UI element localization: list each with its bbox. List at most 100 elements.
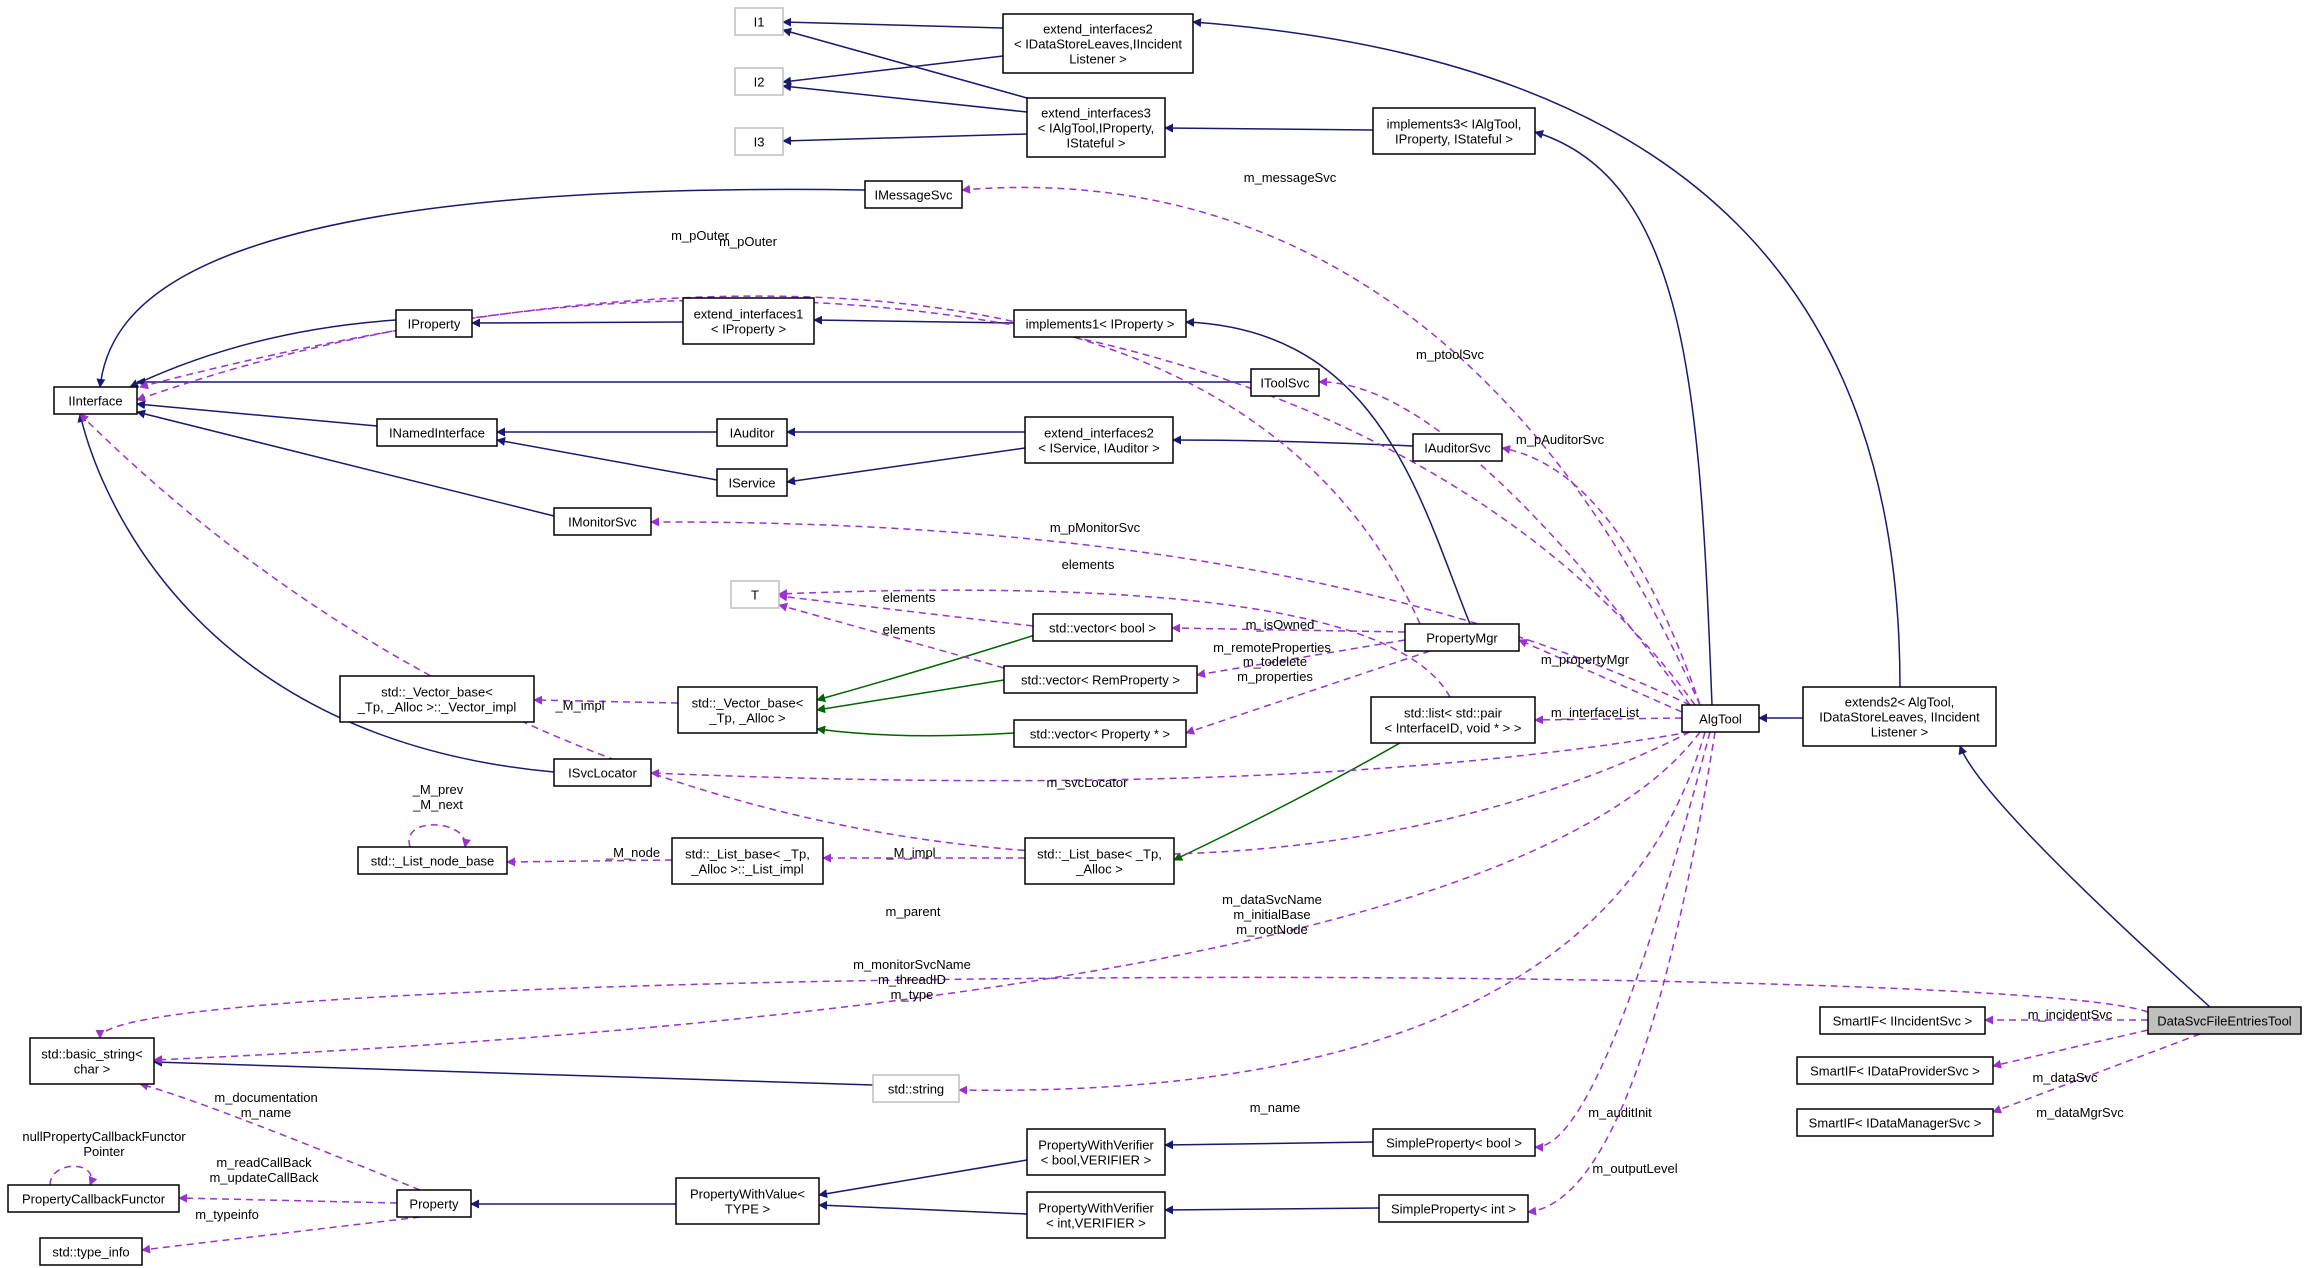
edge-label-line: m_dataSvc [2032,1070,2098,1085]
class-box [1796,1108,1994,1137]
class-node-SmartIncident[interactable]: SmartIF< IIncidentSvc > [1819,1006,1986,1035]
class-node-I1[interactable]: I1 [734,7,784,36]
edge-label-line: elements [883,590,936,605]
edge-label-line: m_interfaceList [1551,705,1640,720]
class-node-SPInt[interactable]: SimpleProperty< int > [1378,1194,1529,1223]
class-node-I2[interactable]: I2 [734,67,784,96]
class-node-PropertyMgr[interactable]: PropertyMgr [1404,623,1520,652]
class-node-extIf3[interactable]: extend_interfaces3< IAlgTool,IProperty,I… [1026,97,1166,158]
class-node-vecRemProp[interactable]: std::vector< RemProperty > [1003,665,1198,694]
class-box [1250,368,1320,397]
class-name-line: Property [409,1197,459,1212]
class-name-line: SimpleProperty< bool > [1386,1136,1522,1151]
edge-label-vecBase-to-vecBaseImpl: _M_impl [554,698,604,713]
class-node-vecPropPtr[interactable]: std::vector< Property * > [1013,719,1187,748]
class-name-line: _Alloc > [1075,862,1123,877]
class-name: std::type_info [52,1245,129,1260]
class-node-stdString[interactable]: std::string [872,1074,960,1103]
class-node-vecBase[interactable]: std::_Vector_base<_Tp, _Alloc > [677,686,818,734]
class-node-PropCallbackFunctor[interactable]: PropertyCallbackFunctor [7,1184,180,1213]
edge-label-listBaseImpl-to-listNodeBase: _M_node [605,845,660,860]
edge-inherit-extIf2Incident-to-I1 [782,17,1004,29]
class-name-line: extend_interfaces2 [1044,426,1154,441]
class-node-IMonitorSvc[interactable]: IMonitorSvc [553,507,652,536]
class-box [1026,1128,1166,1176]
edge-label-listNodeBase-to-listNodeBase: _M_prev_M_next [412,782,464,812]
edge-label-line: m_rootNode [1236,922,1308,937]
class-name-line: std::_List_base< _Tp, [685,847,810,862]
class-name: I3 [754,135,765,150]
class-node-IMessageSvc[interactable]: IMessageSvc [864,180,963,209]
class-node-vecBool[interactable]: std::vector< bool > [1032,613,1173,642]
edge-usage-AlgTool-to-listPair [1534,715,1683,725]
class-name-line: I3 [754,135,765,150]
class-node-PWV[interactable]: PropertyWithValue<TYPE > [675,1177,820,1225]
class-node-listBaseImpl[interactable]: std::_List_base< _Tp,_Alloc >::_List_imp… [671,837,824,885]
class-node-IAuditorSvc[interactable]: IAuditorSvc [1412,433,1503,462]
edge-usage-DataSvcTool-to-basicString [95,976,2149,1039]
class-node-SmartDataProvider[interactable]: SmartIF< IDataProviderSvc > [1796,1056,1994,1085]
class-node-listPair[interactable]: std::list< std::pair< InterfaceID, void … [1370,696,1536,744]
edge-label-DataSvcTool-to-SmartDataProvider: m_dataSvc [2032,1070,2098,1085]
class-node-extends2[interactable]: extends2< AlgTool,IDataStoreLeaves, IInc… [1802,686,1997,747]
class-node-extIf2Service[interactable]: extend_interfaces2< IService, IAuditor > [1024,416,1174,464]
edge-usage-AlgTool-to-IToolSvc [1318,377,1691,706]
class-name-line: IAuditor [730,426,775,441]
class-name-line: IProperty [408,317,461,332]
class-node-vecBaseImpl[interactable]: std::_Vector_base<_Tp, _Alloc >::_Vector… [339,675,535,723]
class-name-line: std::vector< Property * > [1030,727,1170,742]
class-box [1404,623,1520,652]
class-node-PWVBool[interactable]: PropertyWithVerifier< bool,VERIFIER > [1026,1128,1166,1176]
class-name-line: T [751,588,759,603]
class-node-extIf2Incident[interactable]: extend_interfaces2< IDataStoreLeaves,IIn… [1002,13,1194,74]
class-name: extend_interfaces3< IAlgTool,IProperty,I… [1038,106,1154,151]
edge-labels-layer: m_messageSvcm_pOuterm_ptoolSvcm_pAuditor… [22,170,2124,1222]
edge-inherit-extIf1-to-IProperty [471,318,684,328]
class-node-PWVInt[interactable]: PropertyWithVerifier< int,VERIFIER > [1026,1191,1166,1239]
class-name: PropertyCallbackFunctor [22,1192,166,1207]
class-node-extIf1[interactable]: extend_interfaces1< IProperty > [682,297,815,345]
class-name-line: PropertyCallbackFunctor [22,1192,166,1207]
edge-usage-PropertyMgr-to-vecBool [1171,623,1406,633]
class-node-IProperty[interactable]: IProperty [395,309,473,338]
class-node-ISvcLocator[interactable]: ISvcLocator [553,758,652,787]
class-node-SmartDataManager[interactable]: SmartIF< IDataManagerSvc > [1796,1108,1994,1137]
class-node-listBase[interactable]: std::_List_base< _Tp,_Alloc > [1024,837,1175,885]
class-node-SPBool[interactable]: SimpleProperty< bool > [1372,1128,1536,1157]
class-node-IInterface[interactable]: IInterface [53,386,138,415]
class-box [1032,613,1173,642]
class-node-IToolSvc[interactable]: IToolSvc [1250,368,1320,397]
edge-inherit-IMonitorSvc-to-IInterface [136,409,555,517]
edge-usage-AlgTool-to-basicString [153,731,1701,1065]
class-name: std::_List_base< _Tp,_Alloc >::_List_imp… [685,847,810,877]
class-node-impl3[interactable]: implements3< IAlgTool,IProperty, IStatef… [1372,107,1536,155]
class-node-T[interactable]: T [730,580,780,609]
edge-inherit-IAuditorSvc-to-extIf2Service [1172,435,1414,447]
class-node-listNodeBase[interactable]: std::_List_node_base [357,846,508,875]
edge-label-line: m_monitorSvcName [853,957,971,972]
edge-label-line: m_isOwned [1246,617,1315,632]
class-box [1378,1194,1529,1223]
class-node-AlgTool[interactable]: AlgTool [1681,704,1760,733]
class-node-typeInfo[interactable]: std::type_info [39,1237,143,1266]
class-node-I3[interactable]: I3 [734,127,784,156]
class-node-basicString[interactable]: std::basic_string<char > [29,1037,155,1085]
edge-inherit-INamedInterface-to-IInterface [136,400,378,427]
class-box [1013,309,1187,338]
class-node-IAuditor[interactable]: IAuditor [716,418,788,447]
edge-label-AlgTool-to-SPBool: m_auditInit [1588,1105,1652,1120]
edge-label-line: m_messageSvc [1244,170,1337,185]
class-name-line: extends2< AlgTool, [1845,695,1955,710]
class-node-Property[interactable]: Property [396,1189,472,1218]
class-name-line: IMonitorSvc [568,515,637,530]
class-node-INamedInterface[interactable]: INamedInterface [376,418,498,447]
class-node-IService[interactable]: IService [716,468,788,497]
class-node-DataSvcTool[interactable]: DataSvcFileEntriesTool [2147,1006,2302,1035]
edge-usage-listPair-to-T [778,589,1451,698]
edge-usage-listBaseImpl-to-listNodeBase [506,857,673,867]
class-node-impl1[interactable]: implements1< IProperty > [1013,309,1187,338]
edge-label-line: m_pAuditorSvc [1516,432,1605,447]
edge-label-AlgTool-to-ISvcLocator: m_svcLocator [1047,775,1129,790]
edge-label-line: elements [883,622,936,637]
